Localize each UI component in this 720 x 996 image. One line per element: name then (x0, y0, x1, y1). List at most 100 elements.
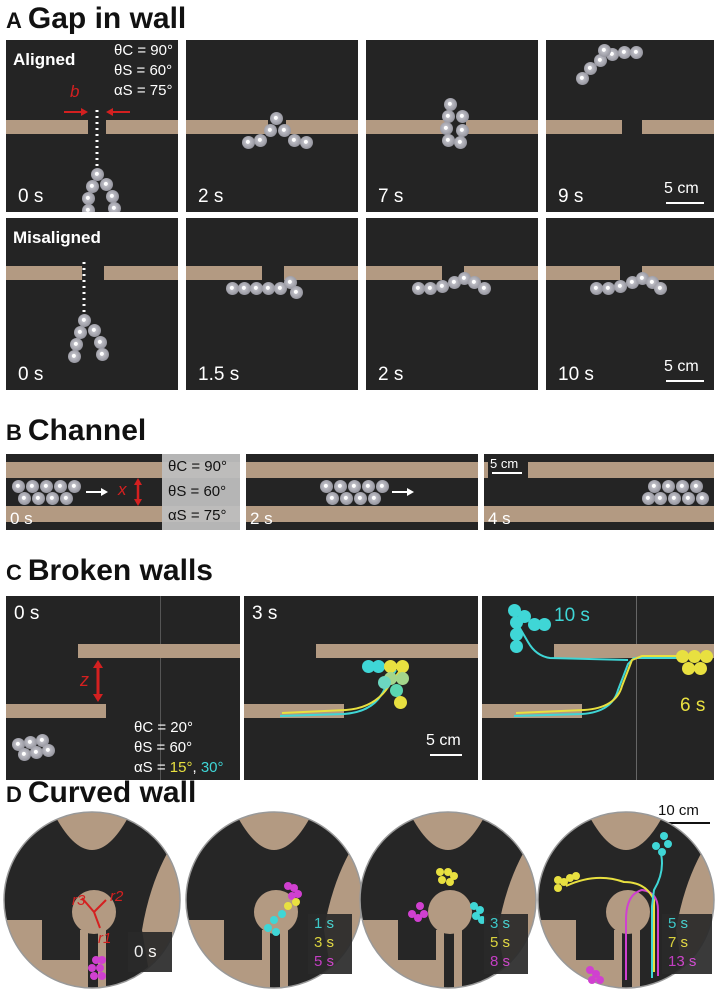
time-magenta: 13 s (668, 953, 697, 970)
bead (448, 276, 461, 289)
params-a: θC = 90° θS = 60° αS = 75° (114, 41, 173, 101)
bead (40, 480, 53, 493)
bead-cyan (510, 616, 523, 629)
bead-cyan (510, 640, 523, 653)
time-box-d1: 1 s 3 s 5 s (308, 914, 352, 974)
bead (440, 122, 453, 135)
panel-b-1: 2 s (246, 454, 478, 530)
radius-label-r3: r3 (72, 892, 86, 909)
param-line: θS = 60° (114, 62, 173, 79)
bead (68, 350, 81, 363)
bead (598, 44, 611, 57)
bead (96, 348, 109, 361)
scale-label: 5 cm (426, 732, 461, 749)
wall-left (186, 266, 262, 280)
channel-wall-bottom (484, 506, 714, 522)
time-box-d3: 5 s 7 s 13 s (662, 914, 712, 974)
motion-arrow (86, 478, 142, 506)
time-label: 9 s (558, 186, 584, 207)
bead (662, 480, 675, 493)
gap-arrows (64, 108, 130, 172)
channel-wall-bottom (246, 506, 478, 522)
param-line: θS = 60° (134, 739, 193, 756)
time-box-d2: 3 s 5 s 8 s (484, 914, 528, 974)
panel-a-misaligned-0: Misaligned 0 s (6, 218, 178, 390)
bead-mixed (390, 684, 403, 697)
bead (456, 124, 469, 137)
scale-bar (666, 202, 704, 204)
time-label: 0 s (18, 186, 44, 207)
bead (288, 134, 301, 147)
param-line: θC = 90° (114, 42, 173, 59)
bead (630, 46, 643, 59)
bead (226, 282, 239, 295)
time-label: 2 s (198, 186, 224, 207)
bead (590, 282, 603, 295)
wall-left (6, 266, 82, 280)
bead (270, 112, 283, 125)
panel-b-0: x θC = 90° θS = 60° αS = 75° 0 s (6, 454, 240, 530)
bead (42, 744, 55, 757)
time-label: 2 s (378, 364, 404, 385)
bead (100, 178, 113, 191)
time-yellow: 7 s (668, 934, 689, 951)
bead (436, 280, 449, 293)
bead (74, 326, 87, 339)
param-line: θC = 90° (168, 458, 227, 475)
scale-bar (492, 472, 522, 474)
upper-wall (316, 644, 478, 658)
bead (424, 282, 437, 295)
bead (696, 492, 709, 505)
bead (354, 492, 367, 505)
bead (108, 202, 121, 212)
bead (30, 746, 43, 759)
alpha-yellow: 15° (169, 759, 193, 776)
bead (648, 480, 661, 493)
params-box-b: θC = 90° θS = 60° αS = 75° (162, 454, 240, 530)
bead (442, 134, 455, 147)
bead (376, 480, 389, 493)
bead (320, 480, 333, 493)
bead (106, 190, 119, 203)
wall-right (466, 120, 538, 134)
motion-arrow (392, 488, 414, 496)
panel-a-aligned-2: 7 s (366, 40, 538, 212)
time-label: 4 s (488, 509, 511, 528)
section-title-text: Channel (27, 414, 147, 447)
wall-right (284, 266, 358, 280)
lower-wall (6, 704, 106, 718)
bead-cyan (372, 660, 385, 673)
yellow-time-label: 6 s (680, 695, 706, 716)
time-label: 2 s (250, 509, 273, 528)
cyan-time-label: 10 s (554, 605, 590, 626)
bead (334, 480, 347, 493)
bead (412, 282, 425, 295)
param-line: αS = 75° (168, 507, 227, 524)
bead (636, 272, 649, 285)
bead (682, 492, 695, 505)
bead (36, 734, 49, 747)
bead-mixed (396, 672, 409, 685)
bead (326, 492, 339, 505)
bead (262, 282, 275, 295)
bead (300, 136, 313, 149)
misaligned-label: Misaligned (13, 228, 101, 247)
bead-yellow (384, 660, 397, 673)
bead (70, 338, 83, 351)
bead (368, 492, 381, 505)
wall-right (642, 266, 714, 280)
bead (602, 282, 615, 295)
section-letter: C (6, 560, 22, 585)
upper-wall (554, 644, 714, 658)
bead (456, 110, 469, 123)
panel-c-1: 3 s 5 cm (244, 596, 478, 780)
bead-cyan (362, 660, 375, 673)
param-line: θC = 20° (134, 719, 193, 736)
trajectories (513, 617, 700, 717)
bead (690, 480, 703, 493)
time-label: 10 s (558, 364, 594, 385)
bead-cyan (510, 628, 523, 641)
panel-a-aligned-0: Aligned θC = 90° θS = 60° αS = 75° b 0 s (6, 40, 178, 212)
section-letter: D (6, 782, 22, 807)
